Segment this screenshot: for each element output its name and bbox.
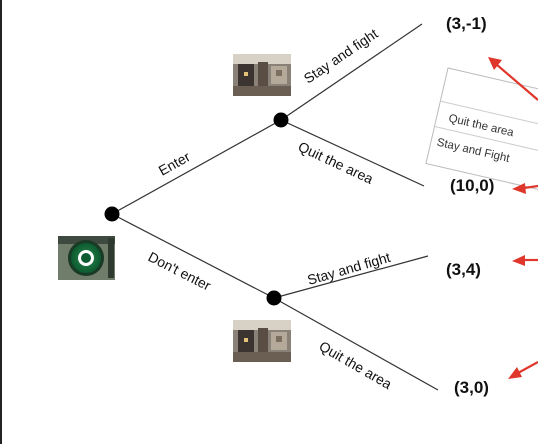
cafe-photo-lower-icon: [233, 320, 291, 362]
arrow-to-enter-quit: [512, 183, 538, 194]
edge-label-enter: Enter: [156, 148, 193, 178]
arrow-to-enter-stay: [488, 57, 538, 101]
edge-label-lower-quit: Quit the area: [317, 338, 395, 392]
edge-enter: [111, 119, 282, 215]
arrow-to-dont-stay: [512, 255, 538, 266]
payoff-enter-stay: (3,-1): [446, 14, 487, 33]
lower-node: [266, 290, 282, 306]
edge-upper-quit: [280, 119, 425, 187]
starbucks-logo-icon: [58, 236, 115, 280]
payoff-dont-stay: (3,4): [446, 260, 481, 279]
edge-lower-quit: [273, 297, 439, 391]
popup-divider-2: [434, 125, 538, 159]
upper-node: [273, 112, 289, 128]
edge-upper-stay: [280, 23, 423, 121]
edge-label-lower-stay: Stay and fight: [305, 249, 392, 288]
cafe-photo-upper-icon: [233, 54, 291, 96]
edge-label-dont-enter: Don't enter: [146, 248, 214, 293]
popup-card: Quit the area Stay and Fight: [425, 67, 538, 196]
payoff-enter-quit: (10,0): [450, 176, 494, 195]
root-node: [104, 206, 120, 222]
edge-dont-enter: [111, 213, 275, 299]
popup-divider-1: [440, 100, 538, 134]
left-border: [0, 0, 2, 444]
edge-label-upper-stay: Stay and fight: [301, 25, 381, 86]
popup-card-bg: [425, 67, 538, 196]
payoff-dont-quit: (3,0): [454, 378, 489, 397]
edge-lower-stay: [273, 255, 429, 299]
arrow-to-dont-quit: [508, 361, 538, 379]
